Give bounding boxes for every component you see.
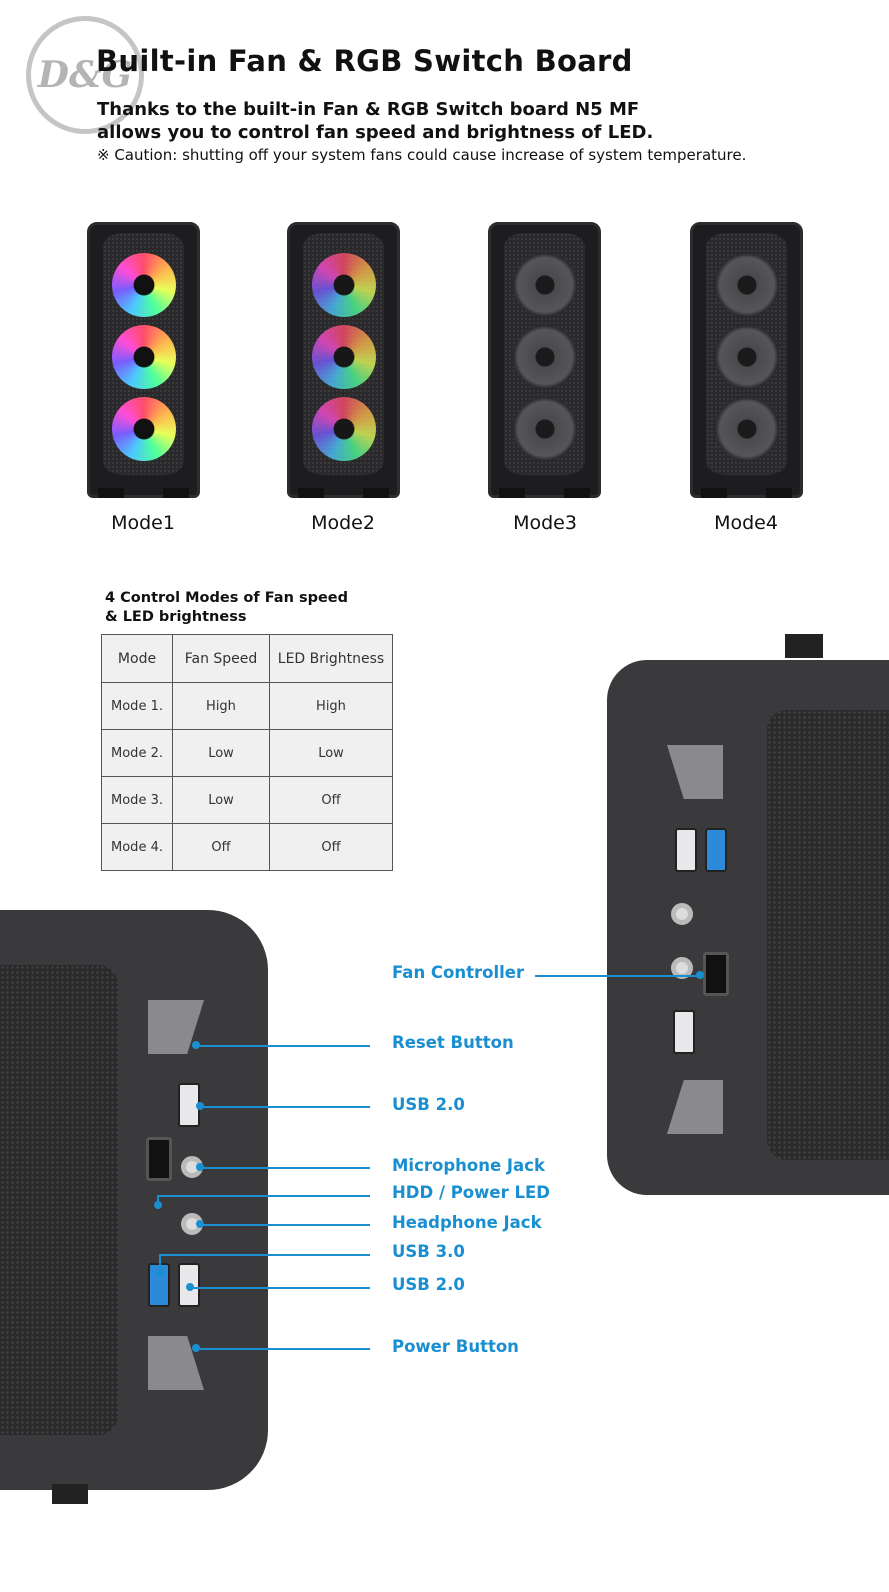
callout-microphone-jack: Microphone Jack <box>392 1156 545 1175</box>
mode-label: Mode1 <box>111 512 175 534</box>
description-line: Thanks to the built-in Fan & RGB Switch … <box>97 99 640 120</box>
callout-usb20: USB 2.0 <box>392 1275 465 1294</box>
fan-icon <box>714 253 779 317</box>
io-panel-image-right <box>607 660 889 1195</box>
fan-icon <box>311 253 376 317</box>
case-image-mode1 <box>87 222 200 498</box>
case-image-mode2 <box>287 222 400 498</box>
fan-icon <box>311 397 376 461</box>
fan-icon <box>714 325 779 389</box>
fan-icon <box>111 253 176 317</box>
description-line: allows you to control fan speed and brig… <box>97 122 654 143</box>
fan-icon <box>714 397 779 461</box>
case-image-mode3 <box>488 222 601 498</box>
case-image-mode4 <box>690 222 803 498</box>
case-foot <box>52 1484 88 1504</box>
mode-label: Mode4 <box>714 512 778 534</box>
mode-label: Mode3 <box>513 512 577 534</box>
fan-icon <box>111 325 176 389</box>
fan-icon <box>512 325 577 389</box>
page-title: Built-in Fan & RGB Switch Board <box>96 44 633 78</box>
fan-icon <box>512 397 577 461</box>
callout-usb20: USB 2.0 <box>392 1095 465 1114</box>
callout-reset-button: Reset Button <box>392 1033 514 1052</box>
fan-icon <box>111 397 176 461</box>
callout-usb30: USB 3.0 <box>392 1242 465 1261</box>
fan-icon <box>512 253 577 317</box>
callout-hdd-power-led: HDD / Power LED <box>392 1183 550 1202</box>
caution-note: ※ Caution: shutting off your system fans… <box>97 146 747 164</box>
io-panel-image-left <box>0 910 268 1490</box>
fan-icon <box>311 325 376 389</box>
table-title: 4 Control Modes of Fan speed& LED bright… <box>105 590 348 625</box>
callout-power-button: Power Button <box>392 1337 519 1356</box>
case-foot <box>785 634 823 658</box>
watermark-logo: D&G <box>26 16 144 134</box>
mode-label: Mode2 <box>311 512 375 534</box>
callout-headphone-jack: Headphone Jack <box>392 1213 542 1232</box>
callout-fan-controller: Fan Controller <box>392 963 525 982</box>
